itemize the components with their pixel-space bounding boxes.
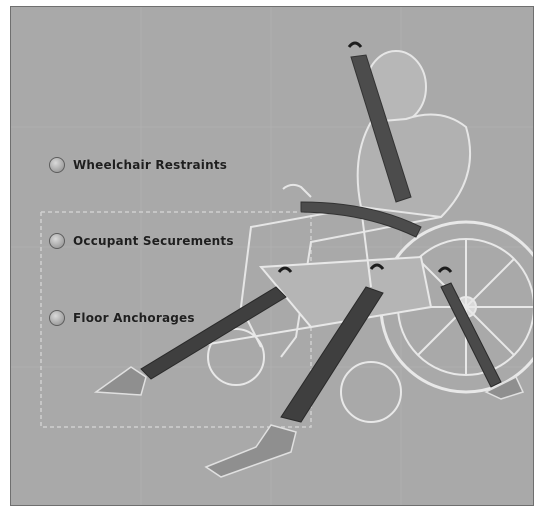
floor-anchor-front-left <box>96 367 146 395</box>
legend-item-occupant-securements[interactable]: Occupant Securements <box>49 233 234 249</box>
diagram-panel: Wheelchair Restraints Occupant Securemen… <box>10 6 534 506</box>
bullet-icon <box>49 233 65 249</box>
front-left-tiedown-strap <box>141 287 286 379</box>
bullet-icon <box>49 157 65 173</box>
legend-label: Occupant Securements <box>73 234 234 248</box>
legend-item-floor-anchorages[interactable]: Floor Anchorages <box>49 310 195 326</box>
legend-item-wheelchair-restraints[interactable]: Wheelchair Restraints <box>49 157 227 173</box>
legend-label: Floor Anchorages <box>73 311 195 325</box>
floor-anchor-front-right <box>206 425 296 477</box>
legend-label: Wheelchair Restraints <box>73 158 227 172</box>
wheelchair-securement-illustration <box>11 7 534 506</box>
bullet-icon <box>49 310 65 326</box>
